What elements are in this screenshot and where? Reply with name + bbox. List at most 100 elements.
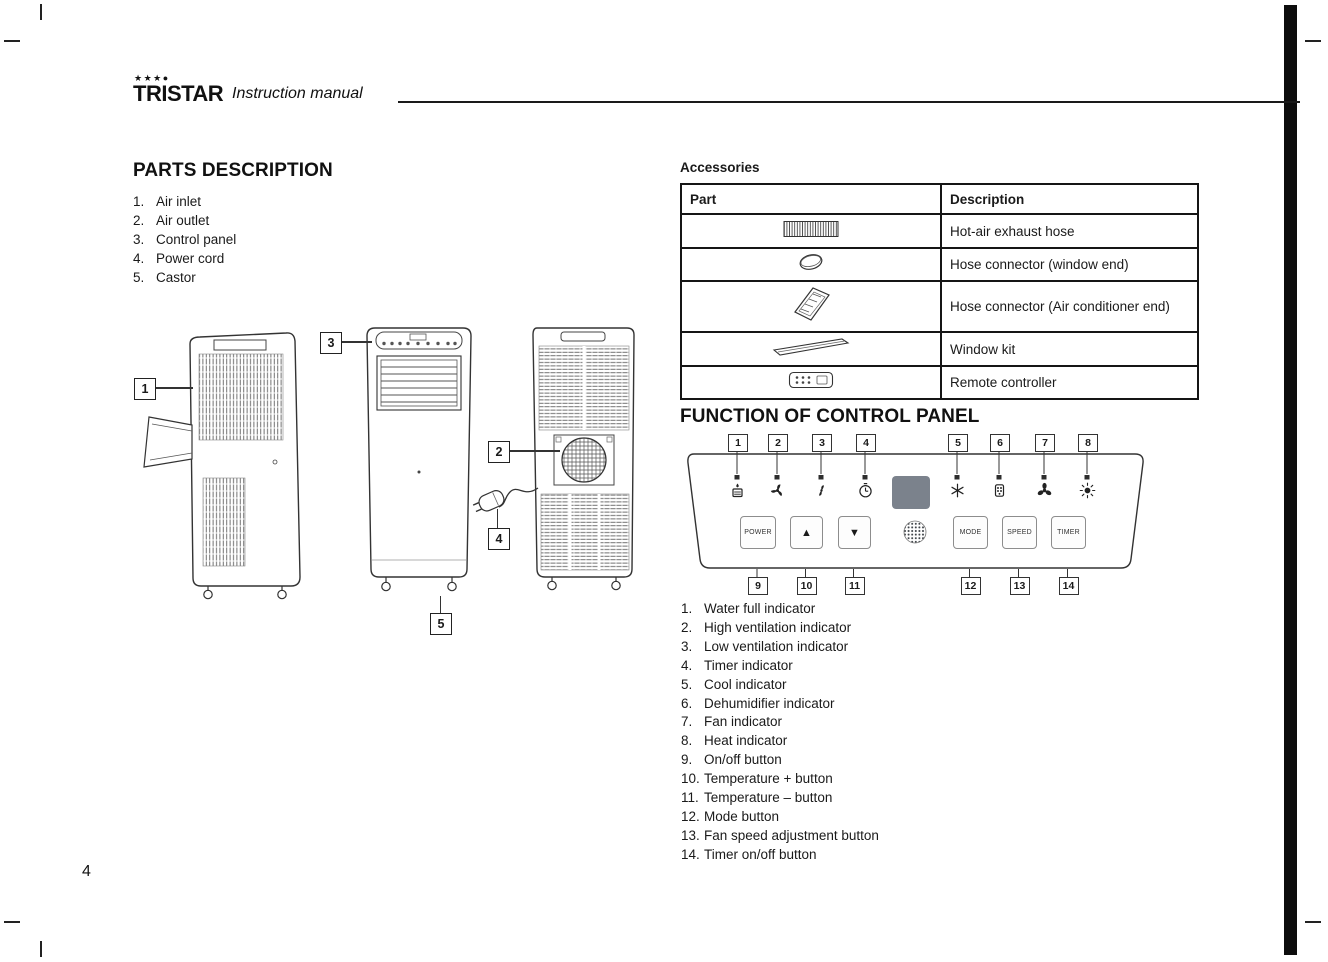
control-panel-diagram bbox=[687, 450, 1144, 577]
hose-connector-ac-end-icon bbox=[794, 287, 830, 321]
item-label: Cool indicator bbox=[704, 676, 787, 692]
crop-mark bbox=[4, 921, 20, 923]
item-number: 11. bbox=[681, 790, 699, 806]
temperature-display bbox=[892, 476, 930, 509]
air-outlet-louver bbox=[376, 355, 462, 411]
list-item: 10.Temperature + button bbox=[681, 770, 879, 789]
page-number: 4 bbox=[82, 863, 91, 880]
high-ventilation-indicator-icon bbox=[769, 482, 786, 499]
panel-callout-14: 14 bbox=[1058, 577, 1079, 595]
part-icon-cell bbox=[680, 213, 942, 249]
crop-mark bbox=[4, 40, 20, 42]
item-label: Air outlet bbox=[156, 212, 210, 228]
callout-5: 5 bbox=[430, 613, 452, 635]
part-description: Hose connector (window end) bbox=[940, 247, 1199, 282]
logo-text: TRISTAR bbox=[133, 81, 224, 106]
item-number: 7. bbox=[681, 714, 693, 730]
item-label: Timer indicator bbox=[704, 657, 793, 673]
item-label: Fan speed adjustment button bbox=[704, 827, 879, 843]
item-number: 6. bbox=[681, 695, 693, 711]
air-inlet-grille bbox=[198, 353, 284, 441]
handle-recess bbox=[560, 331, 606, 342]
list-item: 4. Power cord bbox=[133, 250, 236, 269]
list-item: 1.Water full indicator bbox=[681, 600, 879, 619]
list-item: 3.Control panel bbox=[133, 231, 236, 250]
panel-callout-2: 2 bbox=[768, 434, 788, 452]
water-full-indicator-icon bbox=[729, 482, 746, 499]
part-description: Hot-air exhaust hose bbox=[940, 213, 1199, 249]
control-panel-title: FUNCTION OF CONTROL PANEL bbox=[680, 406, 980, 427]
list-item: 12.Mode button bbox=[681, 808, 879, 827]
tristar-logo: ★★★● TRISTAR bbox=[133, 73, 224, 106]
logo-stars: ★★★● bbox=[134, 73, 170, 83]
item-number: 8. bbox=[681, 733, 693, 749]
list-item: 1.Air inlet bbox=[133, 193, 236, 212]
item-number: 10. bbox=[681, 771, 700, 787]
dehumidifier-indicator-icon bbox=[991, 482, 1008, 499]
item-number: 4. bbox=[133, 250, 145, 266]
item-label: Power cord bbox=[156, 250, 225, 266]
item-label: Dehumidifier indicator bbox=[704, 695, 835, 711]
temp-down-button: ▼ bbox=[838, 516, 871, 549]
item-number: 2. bbox=[681, 619, 693, 635]
part-description: Window kit bbox=[940, 331, 1199, 367]
item-number: 1. bbox=[681, 601, 693, 616]
leader-line bbox=[339, 341, 372, 343]
panel-callout-10: 10 bbox=[796, 577, 817, 595]
list-item: 4.Timer indicator bbox=[681, 657, 879, 676]
part-icon-cell bbox=[680, 331, 942, 367]
heat-indicator-icon bbox=[1079, 482, 1096, 499]
list-item: 2.Air outlet bbox=[133, 212, 236, 231]
table-row: Hot-air exhaust hose bbox=[680, 213, 1199, 249]
item-label: On/off button bbox=[704, 752, 782, 768]
exhaust-duct bbox=[143, 416, 193, 468]
col-header-part: Part bbox=[680, 183, 942, 215]
hose-connector-window-end-icon bbox=[799, 254, 823, 270]
item-label: Fan indicator bbox=[704, 714, 783, 730]
crop-mark bbox=[1305, 921, 1321, 923]
col-header-description: Description bbox=[940, 183, 1199, 215]
accessories-table: Part Description Hot-air exhaust hose bbox=[680, 183, 1199, 400]
table-row: Window kit bbox=[680, 331, 1199, 367]
list-item: 9. On/off button bbox=[681, 751, 879, 770]
list-item: 11. Temperature – button bbox=[681, 789, 879, 808]
speed-button: SPEED bbox=[1002, 516, 1037, 549]
temp-up-button: ▲ bbox=[790, 516, 823, 549]
item-label: Air inlet bbox=[156, 194, 202, 209]
mode-button: MODE bbox=[953, 516, 988, 549]
panel-callout-9: 9 bbox=[748, 577, 768, 595]
front-view-drawing bbox=[366, 327, 472, 592]
item-number: 14. bbox=[681, 846, 700, 862]
fan-indicator-icon bbox=[1036, 482, 1053, 499]
list-item: 2.High ventilation indicator bbox=[681, 619, 879, 638]
rear-lower-grille bbox=[540, 493, 630, 571]
panel-callout-4: 4 bbox=[856, 434, 876, 452]
item-label: Temperature – button bbox=[704, 790, 833, 806]
caster-wheels bbox=[381, 577, 457, 592]
lower-grille bbox=[202, 477, 246, 567]
item-label: Temperature + button bbox=[704, 771, 833, 787]
callout-1: 1 bbox=[134, 378, 156, 400]
receiver-sensor bbox=[903, 520, 927, 544]
panel-callout-1: 1 bbox=[728, 434, 748, 452]
list-item: 6. Dehumidifier indicator bbox=[681, 695, 879, 714]
crop-mark bbox=[40, 4, 42, 20]
list-item: 7. Fan indicator bbox=[681, 713, 879, 732]
callout-leader-lines bbox=[736, 450, 1088, 474]
leader-line bbox=[496, 509, 498, 528]
low-ventilation-indicator-icon bbox=[813, 482, 830, 499]
panel-callout-11: 11 bbox=[844, 577, 865, 595]
part-description: Hose connector (Air conditioner end) bbox=[940, 280, 1199, 333]
item-label: Heat indicator bbox=[704, 733, 788, 749]
parts-list: 1.Air inlet 2.Air outlet 3.Control panel… bbox=[133, 193, 236, 288]
item-number: 5. bbox=[133, 269, 145, 285]
leader-line bbox=[507, 450, 560, 452]
item-number: 12. bbox=[681, 808, 700, 824]
part-icon-cell bbox=[680, 247, 942, 282]
manual-subtitle: Instruction manual bbox=[232, 85, 363, 102]
item-number: 9. bbox=[681, 752, 693, 768]
table-row: Hose connector (Air conditioner end) bbox=[680, 280, 1199, 333]
hot-air-exhaust-hose-icon bbox=[783, 220, 839, 237]
list-item: 8. Heat indicator bbox=[681, 732, 879, 751]
